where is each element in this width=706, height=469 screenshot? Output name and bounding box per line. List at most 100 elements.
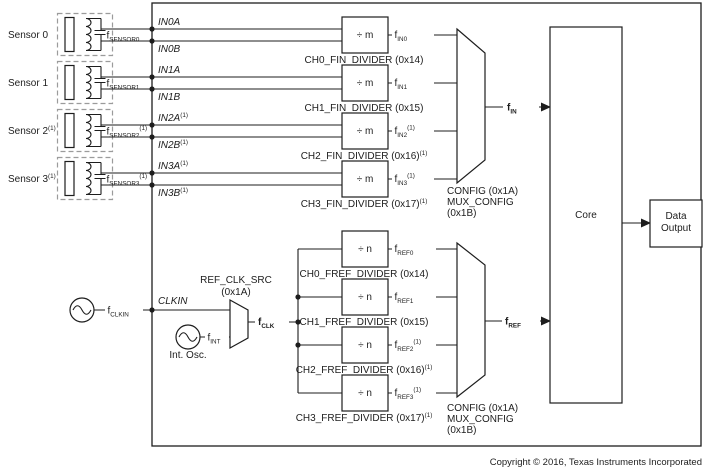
junction-dot bbox=[149, 86, 155, 92]
label-bg bbox=[392, 76, 434, 89]
label-bg bbox=[392, 124, 434, 137]
junction-dot bbox=[149, 122, 155, 128]
fref-mux bbox=[456, 241, 486, 399]
core-label: Core bbox=[575, 210, 597, 221]
divider-out-label: fIN3(1) bbox=[395, 173, 415, 188]
sine-wave-icon bbox=[72, 305, 92, 315]
clkin-pin-label: CLKIN bbox=[158, 296, 188, 307]
sensor-target-icon bbox=[64, 160, 75, 197]
capacitor-icon bbox=[86, 161, 106, 196]
divider-op-label: ÷ n bbox=[358, 292, 372, 303]
divider-box bbox=[341, 64, 389, 102]
divider-out-label: fIN0 bbox=[395, 30, 408, 43]
label-bg bbox=[503, 99, 539, 113]
divider-box bbox=[341, 278, 389, 316]
fref-divider-3: ÷ n fREF3(1) CH3_FREF_DIVIDER (0x17)(1) bbox=[296, 374, 457, 424]
fin-mux-config-label: MUX_CONFIG bbox=[447, 197, 514, 208]
divider-out-label: fREF3(1) bbox=[395, 387, 422, 402]
fin-out-label: fIN bbox=[507, 103, 517, 116]
junction-dot bbox=[149, 74, 155, 80]
divider-name-label: CH1_FIN_DIVIDER (0x15) bbox=[305, 103, 424, 114]
fref-divider-2: ÷ n fREF2(1) CH2_FREF_DIVIDER (0x16)(1) bbox=[296, 326, 457, 376]
data-output-label: Output bbox=[661, 223, 691, 234]
sensor-label: Sensor 0 bbox=[8, 30, 48, 41]
fclk-label: fCLK bbox=[258, 317, 275, 330]
pin-b-label: IN1B bbox=[158, 92, 181, 103]
fin-divider-0: ÷ m fIN0 CH0_FIN_DIVIDER (0x14) bbox=[305, 16, 457, 66]
arrowhead-icon bbox=[541, 102, 551, 112]
fin-divider-2: ÷ m fIN2(1) CH2_FIN_DIVIDER (0x16)(1) bbox=[301, 112, 457, 162]
sensor-label: Sensor 1 bbox=[8, 78, 48, 89]
divider-box bbox=[341, 374, 389, 412]
pin-a-label: IN2A(1) bbox=[158, 112, 188, 124]
fref-out-label: fREF bbox=[505, 317, 521, 330]
divider-name-label: CH0_FREF_DIVIDER (0x14) bbox=[300, 269, 429, 280]
fref-mux-config-label: MUX_CONFIG bbox=[447, 414, 514, 425]
pin-b-label: IN3B(1) bbox=[158, 187, 188, 199]
capacitor-icon bbox=[86, 65, 106, 100]
data-output-label: Data bbox=[665, 211, 687, 222]
sensor-label: Sensor 3(1) bbox=[8, 173, 56, 185]
fref-divider-1: ÷ n fREF1 CH1_FREF_DIVIDER (0x15) bbox=[298, 278, 457, 328]
fin-mux-config-label: CONFIG (0x1A) bbox=[447, 186, 518, 197]
core-box bbox=[549, 26, 623, 404]
divider-op-label: ÷ n bbox=[358, 340, 372, 351]
divider-name-label: CH3_FIN_DIVIDER (0x17)(1) bbox=[301, 198, 428, 210]
sensor-block-0: Sensor 0 fSENSOR0 IN0A IN0B bbox=[8, 12, 342, 57]
divider-box bbox=[341, 112, 389, 150]
sensor-freq-label: fSENSOR1 bbox=[107, 79, 140, 92]
divider-out-label: fREF0 bbox=[395, 244, 414, 257]
sensor-wires bbox=[101, 172, 342, 186]
sensor-dashed-box bbox=[56, 108, 114, 153]
arrowhead-icon bbox=[641, 218, 651, 228]
pin-b-label: IN0B bbox=[158, 44, 181, 55]
label-bg bbox=[392, 386, 436, 399]
int-freq-label: fINT bbox=[208, 333, 221, 346]
divider-name-label: CH3_FREF_DIVIDER (0x17)(1) bbox=[296, 412, 433, 424]
arrowhead-icon bbox=[541, 316, 551, 326]
label-bg bbox=[205, 330, 229, 344]
label-bg bbox=[392, 172, 434, 185]
sensor-dashed-box bbox=[56, 60, 114, 105]
pin-a-label: IN1A bbox=[158, 65, 181, 76]
label-bg bbox=[392, 242, 436, 255]
fin-mux bbox=[456, 27, 486, 185]
label-bg bbox=[502, 313, 540, 327]
sensor-label: Sensor 2(1) bbox=[8, 125, 56, 137]
sensor-block-1: Sensor 1 fSENSOR1 IN1A IN1B bbox=[8, 60, 342, 105]
junction-dot bbox=[149, 182, 155, 188]
label-bg bbox=[392, 290, 436, 303]
sensor-target-icon bbox=[64, 64, 75, 101]
sensor-dashed-box bbox=[56, 156, 114, 201]
sensor-target-icon bbox=[64, 16, 75, 53]
label-bg bbox=[392, 28, 434, 41]
capacitor-icon bbox=[86, 17, 106, 52]
fref-mux-config-label: CONFIG (0x1A) bbox=[447, 403, 518, 414]
inductor-icon bbox=[85, 113, 92, 148]
divider-name-label: CH2_FIN_DIVIDER (0x16)(1) bbox=[301, 150, 428, 162]
fref-divider-0: ÷ n fREF0 CH0_FREF_DIVIDER (0x14) bbox=[298, 230, 457, 280]
ref-clk-mux bbox=[229, 298, 249, 350]
divider-out-label: fREF2(1) bbox=[395, 339, 422, 354]
divider-op-label: ÷ m bbox=[357, 174, 374, 185]
sensor-target-icon bbox=[64, 112, 75, 149]
pin-a-label: IN0A bbox=[158, 17, 181, 28]
junction-dot bbox=[149, 307, 155, 313]
inductor-icon bbox=[85, 161, 92, 196]
sensor-block-3: Sensor 3(1) fSENSOR3(1) IN3A(1) IN3B(1) bbox=[8, 156, 342, 201]
divider-out-label: fIN2(1) bbox=[395, 125, 415, 140]
label-bg bbox=[255, 315, 289, 329]
sensor-freq-label: fSENSOR0 bbox=[107, 31, 140, 44]
sensor-wires bbox=[101, 124, 342, 138]
junction-dot bbox=[149, 170, 155, 176]
divider-op-label: ÷ m bbox=[357, 30, 374, 41]
ref-clk-src-label: (0x1A) bbox=[221, 287, 250, 298]
inductor-icon bbox=[85, 17, 92, 52]
copyright-text: Copyright © 2016, Texas Instruments Inco… bbox=[490, 457, 702, 468]
label-bg bbox=[392, 338, 436, 351]
divider-op-label: ÷ n bbox=[358, 244, 372, 255]
divider-op-label: ÷ m bbox=[357, 126, 374, 137]
pin-a-label: IN3A(1) bbox=[158, 160, 188, 172]
